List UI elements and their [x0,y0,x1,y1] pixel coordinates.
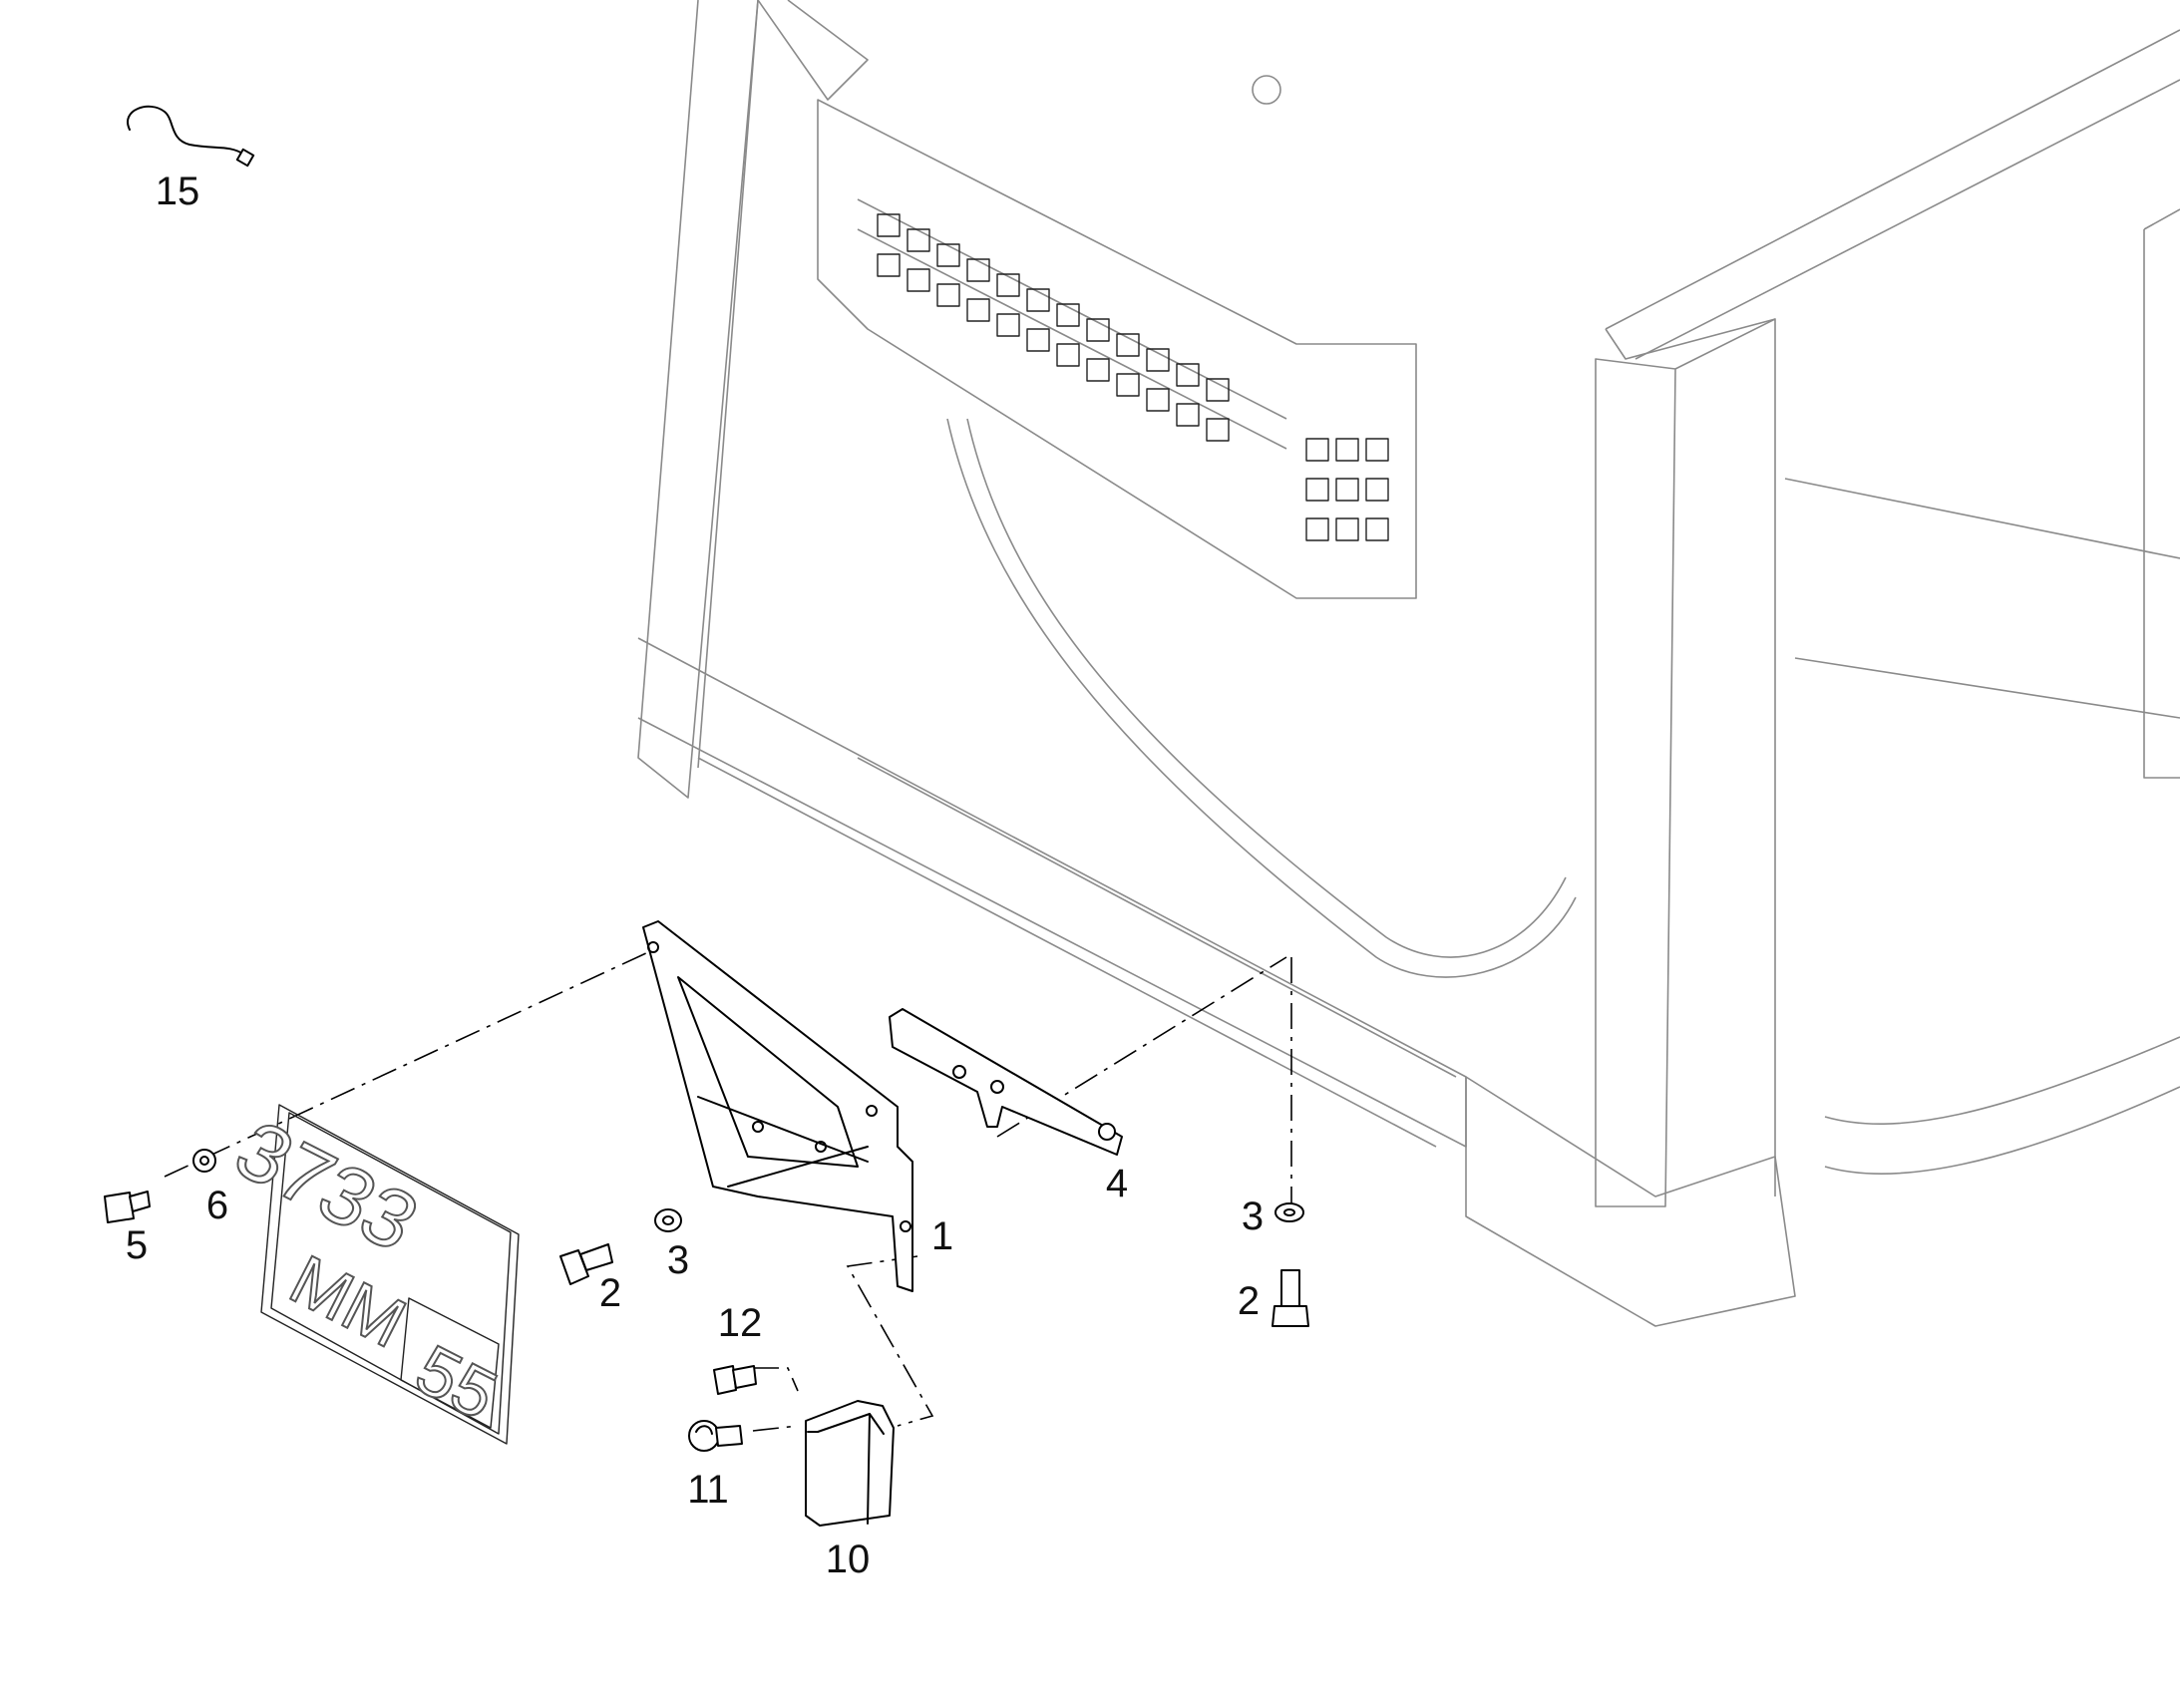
callout-1: 1 [931,1214,953,1258]
part-4-arm [889,1008,1123,1156]
part-5-bolt [104,1191,151,1223]
grille-holes [877,213,1389,541]
part-3-washer-right [1274,1202,1304,1222]
callout-12: 12 [718,1301,763,1345]
part-2-bolt-left [559,1243,613,1285]
part-6-washer [192,1149,216,1173]
part-12-screw [713,1365,757,1395]
plate-number-line1: 3733 [219,1103,434,1267]
part-3-washer-left [654,1208,682,1232]
callout-11: 11 [687,1468,729,1512]
part-15-wire-harness [127,105,255,168]
callout-5: 5 [126,1223,148,1267]
plate-region: 55 [404,1330,509,1435]
plate-letters: MM [278,1240,417,1362]
callout-10: 10 [826,1537,871,1581]
callout-2-left: 2 [599,1271,621,1315]
part-2-bolt-right [1272,1269,1309,1327]
callout-3-right: 3 [1242,1195,1264,1238]
callout-6: 6 [206,1184,228,1227]
part-11-bulb [688,1420,743,1452]
license-plate: 3733 MM 55 [218,1102,520,1445]
part-1-bracket [642,920,913,1292]
callout-3-left: 3 [667,1238,689,1282]
callout-15: 15 [156,170,200,213]
part-10-lamp [805,1400,895,1527]
loader-frame [637,0,2180,1327]
callout-2-right: 2 [1238,1279,1260,1323]
callout-4: 4 [1106,1162,1128,1205]
